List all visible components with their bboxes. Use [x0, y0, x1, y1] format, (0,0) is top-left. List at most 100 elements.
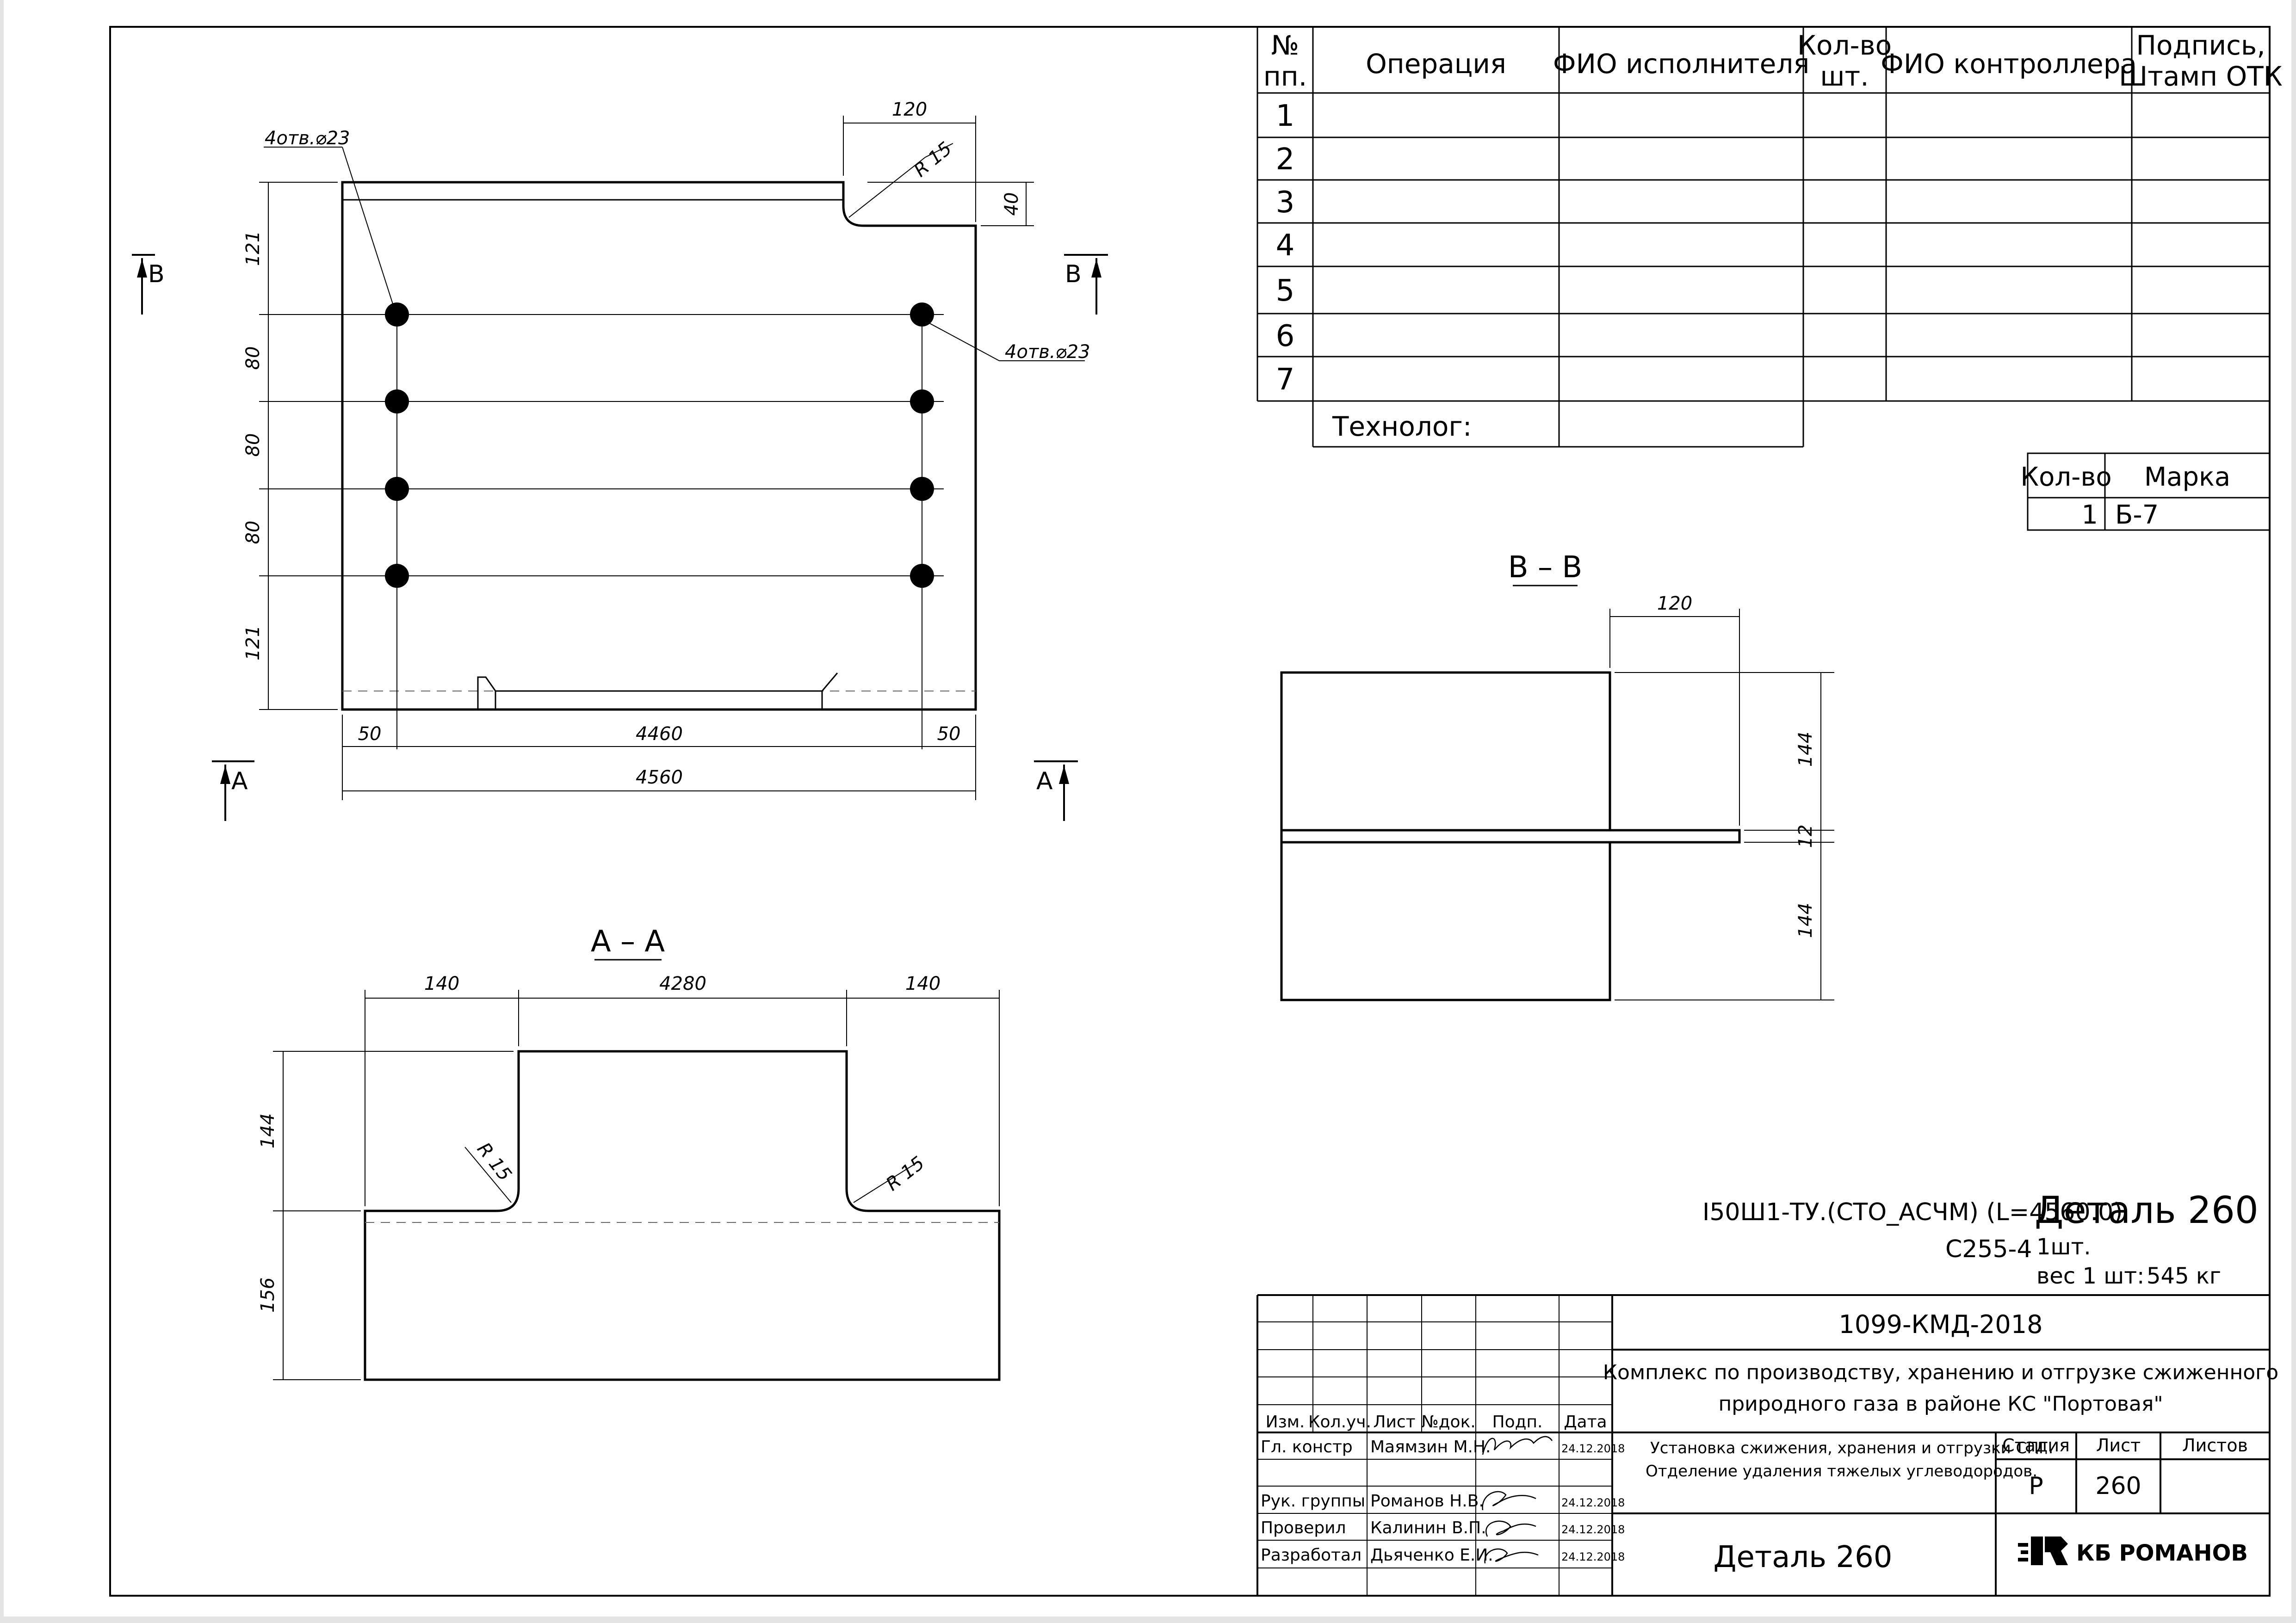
- header-executor: ФИО исполнителя: [1553, 48, 1810, 80]
- dim-bottom: 50: [358, 723, 382, 745]
- object-line1: Установка сжижения, хранения и отгрузки …: [1650, 1439, 2053, 1457]
- col-header: Подп.: [1492, 1413, 1543, 1432]
- signature-icon: [1482, 1436, 1553, 1455]
- row-number: 6: [1276, 319, 1295, 353]
- bolt-hole: [910, 564, 934, 588]
- col-header: №док.: [1421, 1413, 1476, 1432]
- header-qty-line1: Кол-во: [1797, 30, 1892, 61]
- doc-code: 1099-КМД-2018: [1839, 1310, 2043, 1339]
- col-header: Лист: [1373, 1413, 1415, 1432]
- part-name: Деталь 260: [2035, 1189, 2259, 1232]
- row-number: 4: [1276, 228, 1295, 263]
- bolt-hole: [385, 477, 409, 501]
- role: Гл. констр: [1261, 1438, 1353, 1456]
- col-header: Изм.: [1266, 1413, 1305, 1432]
- header-num-line2: пп.: [1263, 61, 1307, 92]
- sheet-label: Лист: [2096, 1435, 2141, 1456]
- hole-callout-left: 4отв.⌀23: [265, 128, 350, 149]
- stage-value: Р: [2029, 1472, 2043, 1500]
- section-b-b: B – B 120 144 12 144: [1280, 550, 1834, 1001]
- section-a-a-outline: [364, 1050, 1001, 1381]
- header-operation: Операция: [1366, 48, 1506, 80]
- weight-label: вес 1 шт:: [2036, 1263, 2144, 1289]
- person-name: Дьяченко Е.И.: [1370, 1546, 1493, 1565]
- header-qty-line2: шт.: [1820, 61, 1869, 92]
- signature-icon: [1484, 1548, 1539, 1564]
- steel-grade: С255-4: [1945, 1235, 2032, 1263]
- person-name: Маямзин М.Н.: [1370, 1438, 1491, 1456]
- bolt-hole: [385, 564, 409, 588]
- sign-date: 24.12.2018: [1561, 1442, 1625, 1455]
- section-mark-a-right: A: [1036, 767, 1053, 795]
- sign-date: 24.12.2018: [1561, 1550, 1625, 1563]
- bolt-hole: [910, 389, 934, 413]
- dim-vertical: 121: [242, 625, 264, 660]
- header-stamp-line2: Штамп ОТК: [2119, 61, 2283, 92]
- dim-top: 140: [424, 973, 459, 994]
- role: Рук. группы: [1261, 1492, 1365, 1511]
- title-block-grid: [1257, 1295, 1612, 1596]
- title-block: [1256, 1294, 2270, 1596]
- mark-table-mark-header: Марка: [2144, 462, 2230, 492]
- technologist-label: Технолог:: [1332, 411, 1472, 442]
- dim-vertical: 80: [242, 433, 264, 457]
- dim-top: 140: [905, 973, 941, 994]
- mark-table: [2027, 452, 2271, 531]
- bolt-hole: [385, 302, 409, 327]
- sheet-title: Деталь 260: [1714, 1540, 1893, 1574]
- bolt-hole: [910, 302, 934, 327]
- dim-notch-depth: 40: [1001, 192, 1022, 216]
- sheet-value: 260: [2095, 1472, 2141, 1500]
- row-number: 1: [1276, 99, 1295, 133]
- section-mark-b-left: B: [148, 260, 165, 288]
- mark-table-mark: Б-7: [2115, 500, 2159, 530]
- bolt-hole: [385, 389, 409, 413]
- dim-vertical: 121: [242, 231, 264, 266]
- object-line2: Отделение удаления тяжелых углеводородов…: [1646, 1462, 2037, 1481]
- mark-table-qty: 1: [2081, 500, 2098, 530]
- drawing-frame: [109, 26, 2271, 1597]
- dim-right: 144: [1795, 732, 1816, 767]
- dim-left: 144: [257, 1113, 278, 1148]
- project-line2: природного газа в районе КС "Портовая": [1718, 1392, 2163, 1416]
- sign-date: 24.12.2018: [1561, 1523, 1625, 1536]
- part-info: Ⅰ50Ш1-ТУ.(СТО_АСЧМ) (L=4560.0) Деталь 26…: [1702, 1189, 2259, 1289]
- section-mark-a-left: A: [231, 767, 248, 795]
- stage-label: Стадия: [2002, 1435, 2070, 1456]
- person-name: Калинин В.П.: [1370, 1518, 1486, 1537]
- dim-top: 120: [1657, 593, 1692, 614]
- dim-left: 156: [257, 1277, 278, 1313]
- company-name: КБ РОМАНОВ: [2076, 1540, 2248, 1566]
- header-controller: ФИО контроллера: [1881, 48, 2137, 80]
- plate-outline: [341, 181, 977, 711]
- operations-table: [1256, 27, 2270, 448]
- header-stamp-line1: Подпись,: [2136, 30, 2265, 61]
- dim-vertical: 80: [242, 521, 264, 544]
- col-header: Кол.уч.: [1308, 1413, 1371, 1432]
- section-b-b-title: B – B: [1508, 550, 1583, 585]
- section-arrow-icon: [137, 259, 147, 278]
- col-header: Дата: [1564, 1413, 1607, 1432]
- section-a-a-title: A – A: [591, 925, 665, 959]
- signature-icon: [1485, 1520, 1536, 1537]
- header-num-line1: №: [1271, 30, 1299, 61]
- bottom-cutout: [477, 673, 838, 710]
- project-line1: Комплекс по производству, хранению и отг…: [1603, 1361, 2278, 1384]
- bolt-hole: [910, 477, 934, 501]
- person-name: Романов Н.В.: [1370, 1492, 1484, 1511]
- company-logo-icon: [2018, 1537, 2068, 1565]
- dim-bottom: 50: [937, 723, 961, 745]
- signature-icon: [1482, 1491, 1536, 1511]
- part-quantity: 1шт.: [2036, 1234, 2091, 1260]
- weight-value: 545 кг: [2147, 1263, 2221, 1289]
- section-arrow-icon: [1059, 765, 1069, 784]
- dim-overall: 4560: [636, 767, 683, 788]
- section-mark-b-right: B: [1065, 260, 1082, 288]
- role: Разработал: [1261, 1546, 1362, 1565]
- dim-right: 12: [1795, 825, 1816, 848]
- row-number: 5: [1276, 274, 1295, 308]
- sheets-label: Листов: [2182, 1435, 2248, 1456]
- section-arrow-icon: [220, 765, 230, 784]
- sign-date: 24.12.2018: [1561, 1496, 1625, 1509]
